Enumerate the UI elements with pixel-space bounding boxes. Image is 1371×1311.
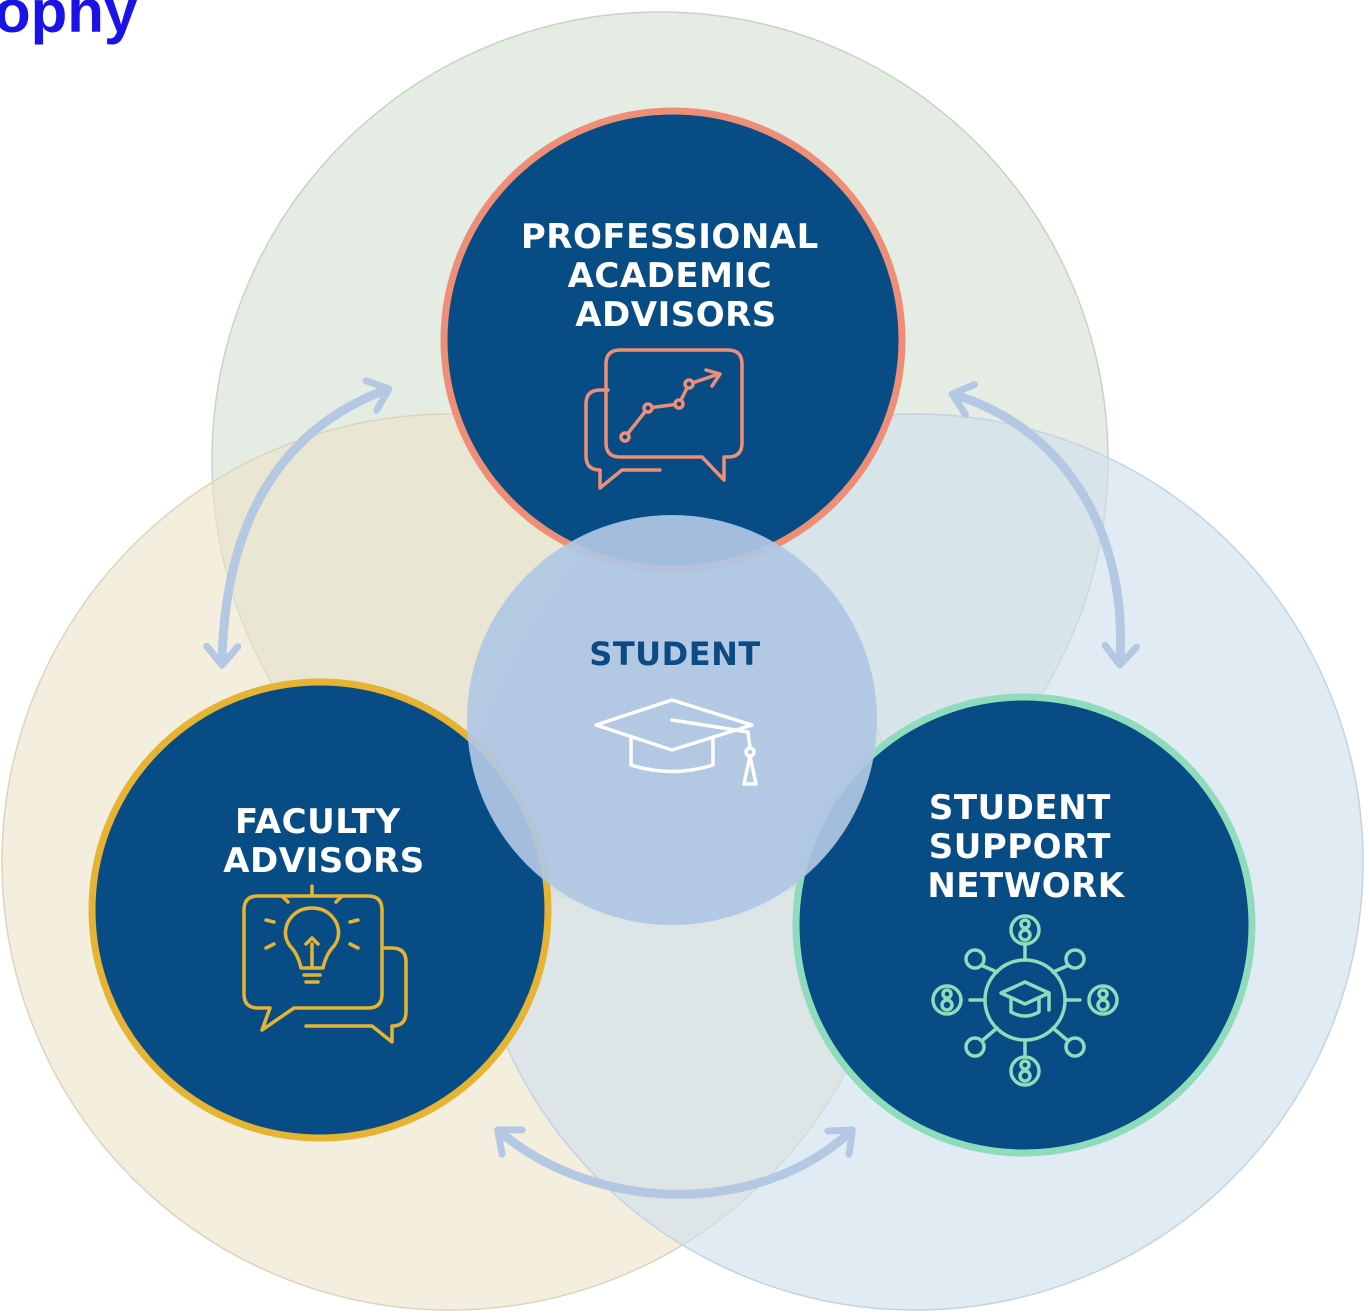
chat-lightbulb-icon	[242, 884, 408, 1044]
node-support-label: STUDENT SUPPORT NETWORK	[927, 788, 1125, 906]
node-student-label: STUDENT	[589, 635, 760, 673]
node-faculty-advisors: FACULTY ADVISORS	[88, 678, 552, 1142]
arrow-bottom-pair	[500, 1132, 850, 1199]
node-faculty-label: FACULTY ADVISORS	[223, 802, 425, 881]
node-student: STUDENT	[467, 515, 877, 925]
node-student-support: STUDENT SUPPORT NETWORK	[792, 693, 1256, 1157]
graduation-cap-icon	[594, 698, 758, 786]
node-professional-ring	[440, 107, 906, 573]
arrow-left-pair	[222, 390, 386, 662]
node-professional-label: PROFESSIONAL ACADEMIC ADVISORS	[521, 217, 831, 335]
network-graduate-icon	[931, 914, 1119, 1087]
node-support-ring	[792, 693, 1256, 1157]
node-professional-advisors: PROFESSIONAL ACADEMIC ADVISORS	[440, 107, 906, 573]
arrow-right-pair	[955, 395, 1121, 662]
connector-arrows	[222, 390, 1121, 1199]
page-title: ophy	[0, 0, 138, 45]
chat-growth-chart-icon	[584, 348, 744, 490]
